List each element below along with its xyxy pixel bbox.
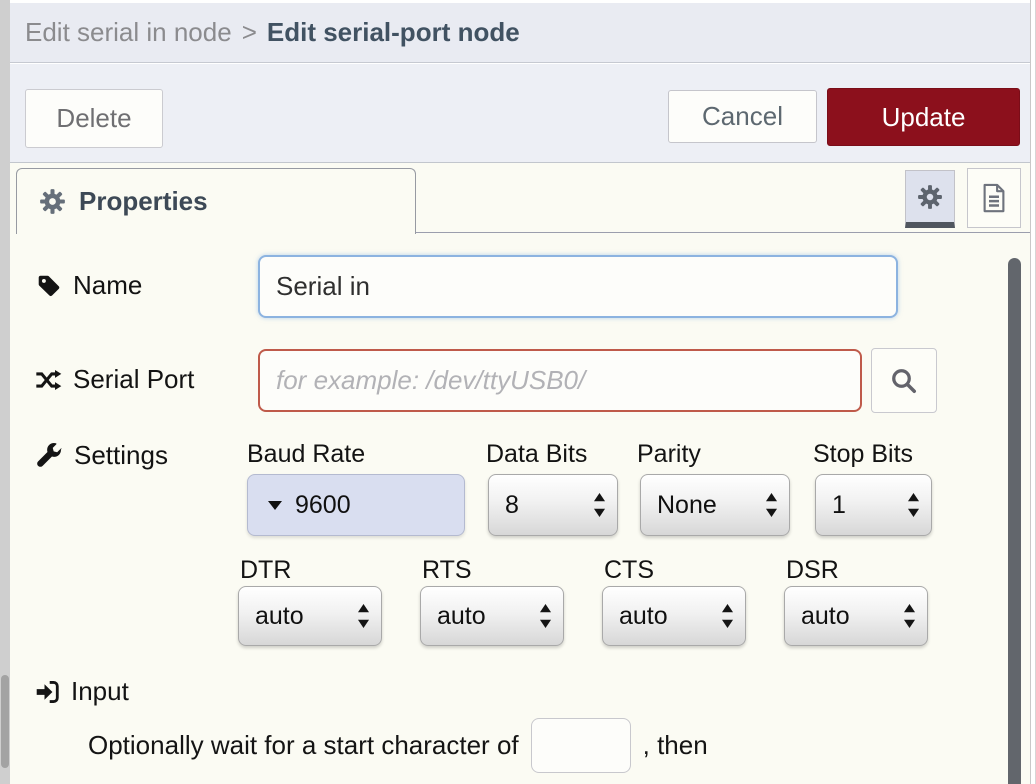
updown-arrows-icon <box>721 604 734 628</box>
stop-bits-value: 1 <box>832 490 846 519</box>
cts-select[interactable]: auto <box>602 586 746 646</box>
dtr-label: DTR <box>240 556 292 584</box>
updown-arrows-icon <box>357 604 370 628</box>
sign-in-icon <box>34 679 60 705</box>
left-scrollbar-thumb[interactable] <box>1 675 9 768</box>
search-icon <box>889 366 919 396</box>
cog-icon <box>39 188 66 215</box>
tab-properties[interactable]: Properties <box>16 168 416 234</box>
rts-label: RTS <box>422 556 472 584</box>
start-character-input[interactable] <box>530 717 631 773</box>
name-input[interactable] <box>258 255 898 318</box>
dsr-label: DSR <box>786 556 839 584</box>
updown-arrows-icon <box>765 493 778 517</box>
updown-arrows-icon <box>593 493 606 517</box>
breadcrumb-parent: Edit serial in node <box>25 17 232 47</box>
dialog-toolbar: Delete Cancel Update <box>10 64 1030 163</box>
top-edge <box>10 0 1030 3</box>
update-button[interactable]: Update <box>827 88 1020 146</box>
data-bits-label: Data Bits <box>486 440 588 468</box>
stop-bits-select[interactable]: 1 <box>815 474 932 536</box>
start-character-text-after: , then <box>642 729 708 760</box>
updown-arrows-icon <box>903 604 916 628</box>
dtr-value: auto <box>255 601 304 630</box>
tab-properties-label: Properties <box>79 186 208 216</box>
settings-field-label: Settings <box>36 440 168 471</box>
breadcrumb-separator: > <box>241 17 257 47</box>
serial-port-input[interactable] <box>258 349 862 412</box>
stop-bits-label: Stop Bits <box>813 440 914 468</box>
dtr-select[interactable]: auto <box>238 586 382 646</box>
breadcrumb: Edit serial in node > Edit serial-port n… <box>10 3 1030 63</box>
right-edge <box>1030 0 1036 784</box>
document-icon <box>979 183 1009 213</box>
rts-value: auto <box>437 601 486 630</box>
tag-icon <box>36 273 62 299</box>
wrench-icon <box>36 442 63 469</box>
left-scrollbar-track[interactable] <box>0 0 10 784</box>
data-bits-select[interactable]: 8 <box>488 474 618 536</box>
start-character-row: Optionally wait for a start character of… <box>88 716 708 774</box>
shuffle-icon <box>34 366 62 394</box>
baud-rate-label: Baud Rate <box>247 440 366 468</box>
updown-arrows-icon <box>539 604 552 628</box>
search-port-button[interactable] <box>871 348 937 413</box>
tabstrip-divider <box>416 232 1030 233</box>
parity-select[interactable]: None <box>640 474 790 536</box>
gear-icon <box>917 184 943 210</box>
delete-button[interactable]: Delete <box>25 89 163 148</box>
rts-select[interactable]: auto <box>420 586 564 646</box>
dsr-value: auto <box>801 601 850 630</box>
cancel-button[interactable]: Cancel <box>668 90 817 143</box>
description-view-button[interactable] <box>967 168 1021 228</box>
parity-value: None <box>657 490 717 519</box>
chevron-down-icon <box>268 500 282 510</box>
parity-label: Parity <box>637 440 701 468</box>
cts-value: auto <box>619 601 668 630</box>
serial-port-field-label: Serial Port <box>34 364 194 395</box>
start-character-text-before: Optionally wait for a start character of <box>88 729 519 760</box>
page-title: Edit serial-port node <box>266 17 520 47</box>
input-section-label: Input <box>34 676 129 707</box>
name-field-label: Name <box>36 270 142 301</box>
cts-label: CTS <box>604 556 654 584</box>
baud-rate-value: 9600 <box>295 490 351 519</box>
baud-rate-dropdown[interactable]: 9600 <box>247 474 465 536</box>
dialog-scrollbar-thumb[interactable] <box>1008 258 1021 784</box>
updown-arrows-icon <box>907 493 920 517</box>
properties-view-button[interactable] <box>905 170 955 228</box>
dsr-select[interactable]: auto <box>784 586 928 646</box>
data-bits-value: 8 <box>505 490 519 519</box>
